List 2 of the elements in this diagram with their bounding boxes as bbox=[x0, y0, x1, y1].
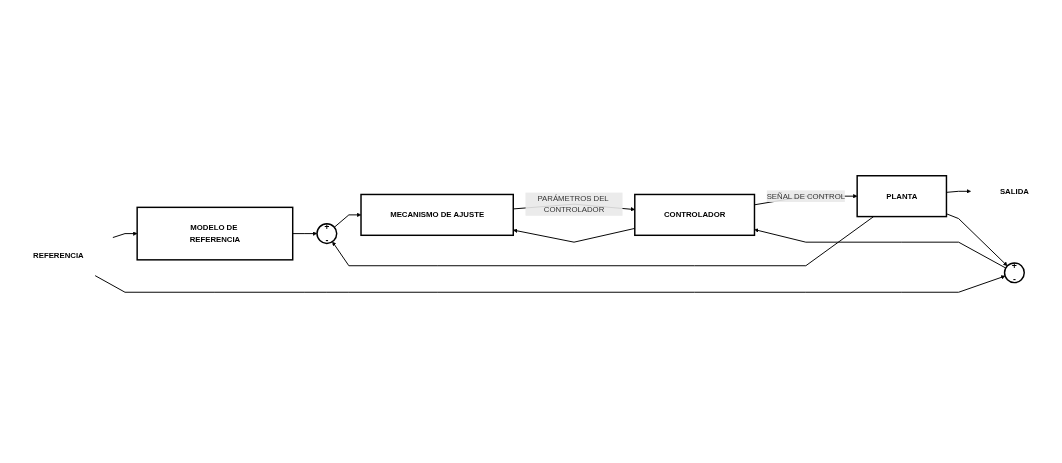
node-circle: + - bbox=[316, 222, 338, 245]
node-circle: + - bbox=[1003, 262, 1025, 284]
